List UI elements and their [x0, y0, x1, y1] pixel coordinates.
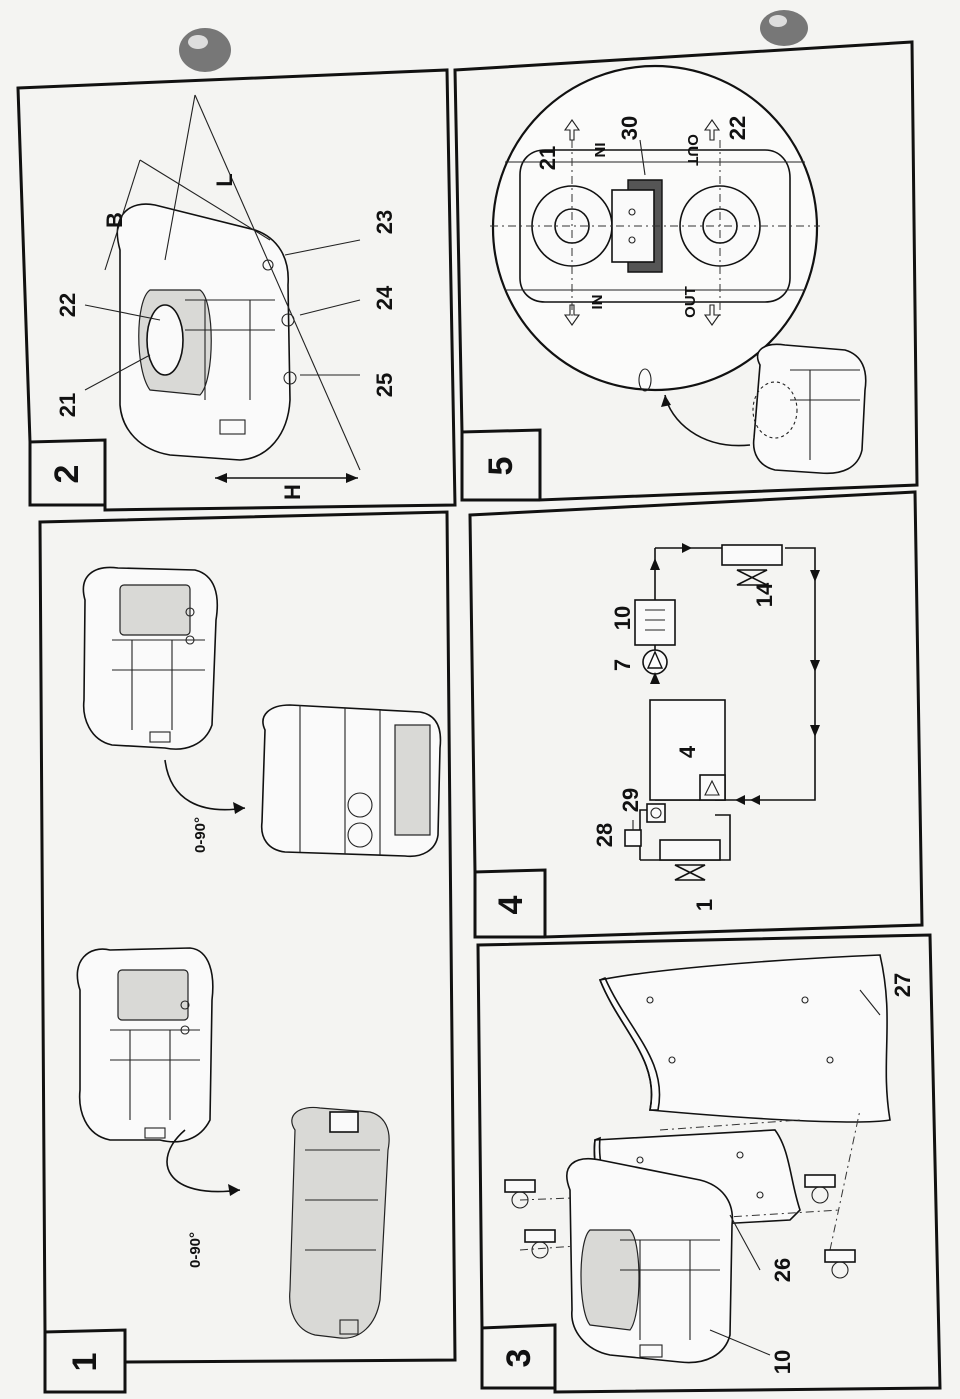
arrow-icon	[563, 119, 721, 326]
heater-illustration	[82, 566, 219, 750]
panel-2: 2 B L H 21 22 23 24 25	[16, 68, 457, 512]
panel-number: 2	[48, 465, 86, 484]
callout-number: 28	[592, 823, 617, 847]
heater-illustration	[116, 203, 297, 461]
bolt-icon	[524, 1229, 556, 1259]
callout-number: 27	[890, 973, 915, 997]
port-label-in: IN	[589, 295, 606, 310]
panel-number: 4	[492, 895, 530, 914]
heater-illustration	[566, 1158, 734, 1364]
callout-number: 24	[372, 285, 397, 310]
panel-4: 4	[468, 490, 924, 939]
callout-number: 4	[675, 745, 700, 758]
bolt-icon	[824, 1249, 856, 1279]
rotation-angle-label: 0-90°	[187, 1232, 204, 1268]
bolt-icon	[504, 1179, 536, 1209]
callout-number: 26	[770, 1258, 795, 1282]
callout-number: 21	[55, 393, 80, 417]
callout-number: 1	[692, 899, 717, 911]
panel-number: 1	[66, 1353, 104, 1372]
pin-icon	[760, 10, 808, 46]
pin-icon	[179, 28, 231, 72]
dimension-label: B	[102, 212, 127, 228]
callout-number: 23	[372, 210, 397, 234]
callout-number: 25	[372, 373, 397, 397]
panel-number: 3	[500, 1349, 538, 1368]
callout-number: 21	[535, 146, 560, 170]
rotation-angle-label: 0-90°	[192, 817, 209, 853]
callout-number: 10	[610, 606, 635, 630]
bolt-icon	[804, 1174, 836, 1204]
heater-illustration	[752, 343, 867, 475]
panel-number: 5	[482, 457, 520, 476]
callout-number: 22	[725, 116, 750, 140]
heater-illustration	[289, 1106, 390, 1339]
heater-illustration	[260, 704, 442, 858]
panel-5: 5 IN OUT IN OUT 21 30 22	[453, 40, 919, 502]
panel-1: 1 0-90° 0-90°	[38, 510, 457, 1394]
callout-number: 22	[55, 293, 80, 317]
callout-number: 7	[610, 659, 635, 671]
flow-arrow-icon	[650, 543, 820, 805]
seal-ring-icon	[638, 368, 652, 392]
heater-illustration	[76, 947, 214, 1143]
callout-number: 10	[770, 1350, 795, 1374]
port-label-out: OUT	[682, 286, 699, 318]
callout-number: 29	[618, 788, 643, 812]
dimension-label: H	[280, 484, 305, 500]
callout-number: 30	[617, 116, 642, 140]
dimension-label: L	[212, 173, 237, 186]
port-label-out: OUT	[684, 134, 701, 166]
panel-3: 3 10 26 27	[476, 933, 942, 1394]
port-label-in: IN	[591, 143, 608, 158]
callout-number: 14	[752, 582, 777, 607]
